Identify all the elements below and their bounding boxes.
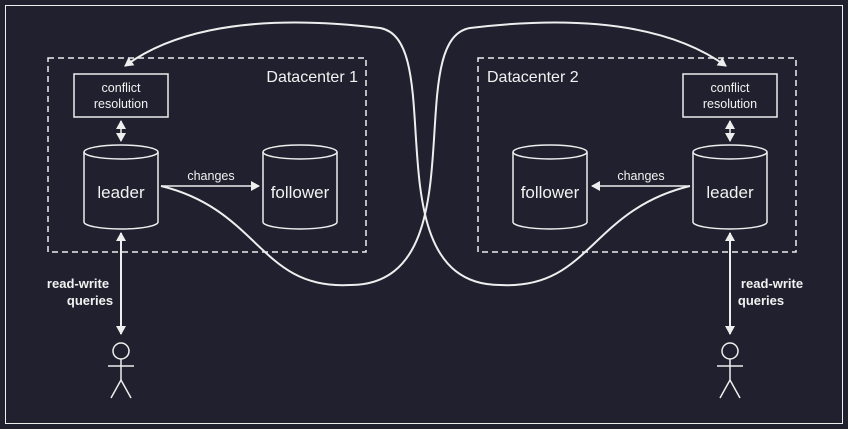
datacenter-1-label: Datacenter 1: [266, 69, 358, 86]
datacenter-2: Datacenter 2 conflict resolution leader …: [477, 57, 797, 253]
conflict-resolution-line2: resolution: [703, 97, 757, 111]
read-write-queries-label: queries: [738, 293, 784, 308]
leader-label: leader: [97, 183, 145, 202]
leader-label: leader: [706, 183, 754, 202]
datacenter-1: Datacenter 1 conflict resolution leader …: [47, 57, 367, 253]
client-2: read-write queries: [717, 232, 803, 399]
stick-figure-icon: [108, 342, 134, 399]
stick-figure-icon: [717, 342, 743, 399]
datacenter-2-boundary: [477, 57, 797, 253]
replication-curve-dc2-to-dc1: [124, 21, 691, 287]
leader-database-1: leader: [83, 144, 159, 230]
client-1: read-write queries: [47, 232, 134, 399]
follower-database-1: follower: [262, 144, 338, 230]
conflict-resolution-line1: conflict: [711, 81, 750, 95]
follower-database-2: follower: [512, 144, 588, 230]
follower-label: follower: [271, 183, 330, 202]
read-write-queries-label: queries: [67, 293, 113, 308]
conflict-resolution-line1: conflict: [102, 81, 141, 95]
read-write-queries-label: read-write: [741, 276, 803, 291]
conflict-resolution-box-1: conflict resolution: [73, 73, 169, 118]
replication-curve-dc1-to-dc2: [160, 21, 727, 287]
changes-label-1: changes: [187, 169, 234, 183]
outer-frame: [5, 5, 843, 424]
conflict-resolution-line2: resolution: [94, 97, 148, 111]
datacenter-1-boundary: [47, 57, 367, 253]
conflict-resolution-box-2: conflict resolution: [682, 73, 778, 118]
follower-label: follower: [521, 183, 580, 202]
changes-label-2: changes: [617, 169, 664, 183]
datacenter-2-label: Datacenter 2: [487, 69, 579, 86]
read-write-queries-label: read-write: [47, 276, 109, 291]
leader-database-2: leader: [692, 144, 768, 230]
